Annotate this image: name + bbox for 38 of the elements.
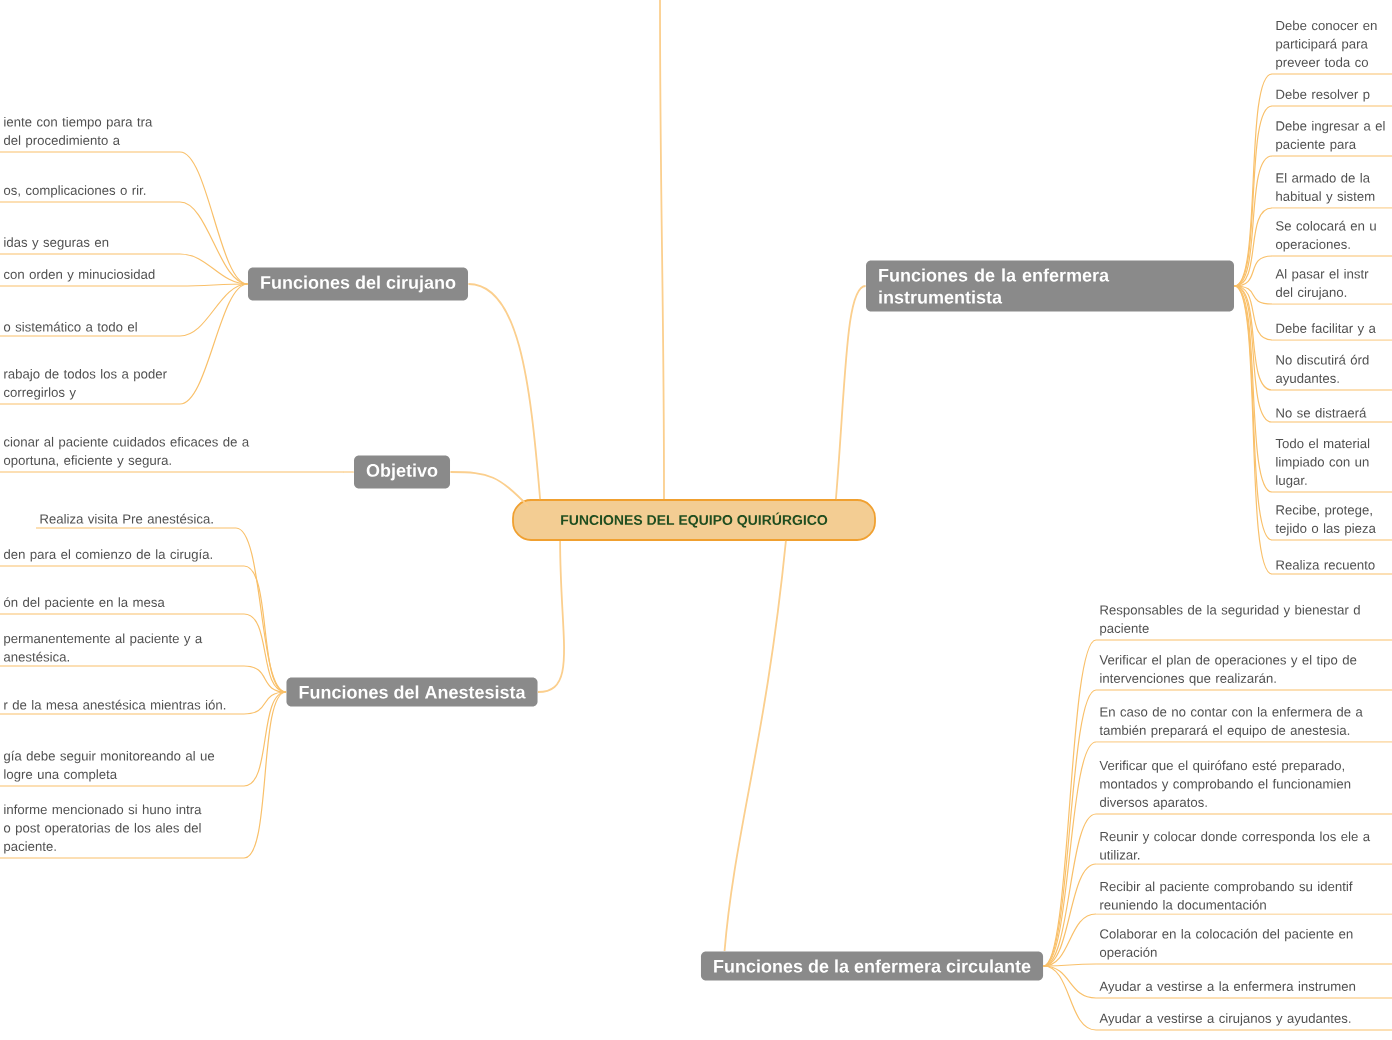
connector-line [467, 283, 541, 500]
connector-line [179, 283, 249, 337]
connector-line [1233, 285, 1273, 305]
connector-line [1042, 863, 1097, 967]
connector-line [243, 691, 287, 787]
connector-line [243, 613, 287, 693]
connector-line [1042, 965, 1097, 999]
connector-line [1233, 155, 1273, 287]
connector-line [1233, 255, 1273, 287]
connector-line [343, 471, 355, 473]
connector-line [243, 691, 287, 859]
connector-line [1233, 207, 1273, 287]
connector-line [1042, 813, 1097, 967]
connector-line [243, 565, 287, 693]
connector-line [1042, 741, 1097, 967]
topic-box: Funciones de la enfermera circulante [700, 951, 1044, 981]
connector-line [179, 283, 249, 405]
connector-line [537, 540, 565, 693]
connector-line [1042, 689, 1097, 967]
topic-box: Funciones del Anestesista [286, 677, 538, 707]
connector-line [835, 285, 867, 500]
connector-line [243, 691, 287, 715]
connector-line [659, 0, 665, 500]
connector-line [1233, 285, 1273, 493]
topic-box: Funciones de la enfermera instrumentista [866, 260, 1234, 312]
connector-line [243, 665, 287, 693]
connector-line [179, 151, 249, 285]
connector-line [1042, 965, 1097, 1031]
topic-box: Objetivo [354, 455, 450, 489]
connector-line [1233, 285, 1273, 423]
topic-box: Funciones del cirujano [248, 267, 468, 301]
connector-line [235, 527, 287, 693]
connector-line [179, 283, 249, 287]
connector-line [723, 540, 787, 952]
connector-line [449, 471, 529, 507]
connector-line [179, 201, 249, 285]
connector-line [1042, 639, 1097, 967]
connector-line [1233, 285, 1273, 341]
